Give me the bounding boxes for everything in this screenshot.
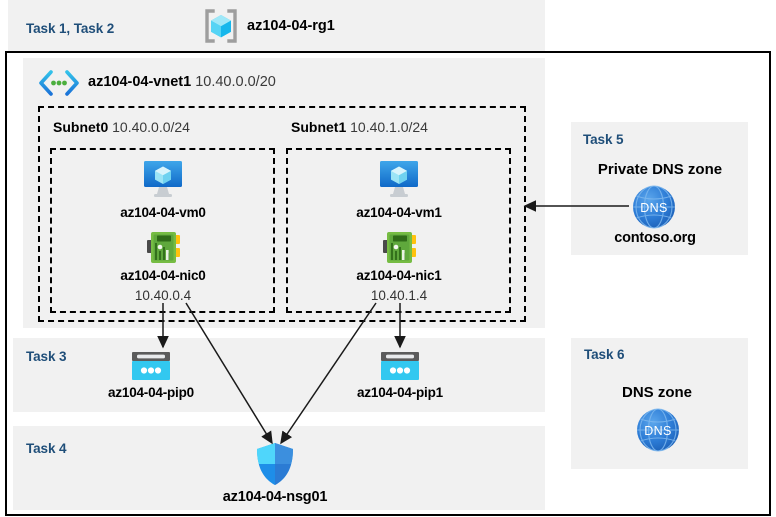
vnet-panel <box>23 58 545 328</box>
task-label-5: Task 5 <box>583 132 624 147</box>
resource-group-header-band <box>8 0 545 52</box>
subnet1-header: Subnet1 10.40.1.0/24 <box>291 119 428 135</box>
subnet0-prefix: 10.40.0.0/24 <box>112 119 190 135</box>
vnet-header: az104-04-vnet1 10.40.0.0/20 <box>88 74 276 90</box>
subnet1-name: Subnet1 <box>291 119 347 135</box>
dns-zone-icon: DNS <box>636 408 680 452</box>
nic1-ip: 10.40.1.4 <box>370 288 428 303</box>
resource-group-name: az104-04-rg1 <box>247 18 335 34</box>
virtual-machine-icon <box>379 161 419 199</box>
resource-group-name-text: az104-04-rg1 <box>247 18 335 34</box>
nic0-ip: 10.40.0.4 <box>134 288 192 303</box>
task-label-4: Task 4 <box>26 441 67 456</box>
vm0-name: az104-04-vm0 <box>120 205 206 220</box>
subnet0-header: Subnet0 10.40.0.0/24 <box>53 119 190 135</box>
public-ip-panel <box>13 338 545 412</box>
nic1-name: az104-04-nic1 <box>356 268 442 283</box>
task-label-1-2: Task 1, Task 2 <box>26 21 115 36</box>
public-ip-address-icon <box>381 352 419 380</box>
subnet1-prefix: 10.40.1.0/24 <box>350 119 428 135</box>
dns-zone-icon: DNS <box>632 185 676 229</box>
pip0-name: az104-04-pip0 <box>108 385 194 400</box>
network-security-group-icon <box>256 442 294 486</box>
resource-group-icon <box>203 8 239 44</box>
task-label-6: Task 6 <box>584 347 625 362</box>
virtual-network-icon <box>38 70 80 96</box>
subnet1-resources-box <box>286 148 511 313</box>
virtual-machine-icon <box>143 161 183 199</box>
task-label-3: Task 3 <box>26 349 67 364</box>
network-interface-icon <box>383 231 416 264</box>
private-dns-zone-name: contoso.org <box>614 230 696 246</box>
nic0-name: az104-04-nic0 <box>120 268 206 283</box>
public-ip-address-icon <box>132 352 170 380</box>
vm1-name: az104-04-vm1 <box>356 205 442 220</box>
network-interface-icon <box>147 231 180 264</box>
subnet0-name: Subnet0 <box>53 119 109 135</box>
vnet-name: az104-04-vnet1 <box>88 74 192 90</box>
svg-text:DNS: DNS <box>644 424 672 438</box>
private-dns-title: Private DNS zone <box>597 161 723 178</box>
vnet-address-space: 10.40.0.0/20 <box>195 74 276 90</box>
resource-group-boundary <box>5 51 771 516</box>
svg-text:DNS: DNS <box>640 201 668 215</box>
public-dns-title: DNS zone <box>621 384 693 401</box>
pip1-name: az104-04-pip1 <box>357 385 443 400</box>
nsg-name: az104-04-nsg01 <box>222 489 328 505</box>
